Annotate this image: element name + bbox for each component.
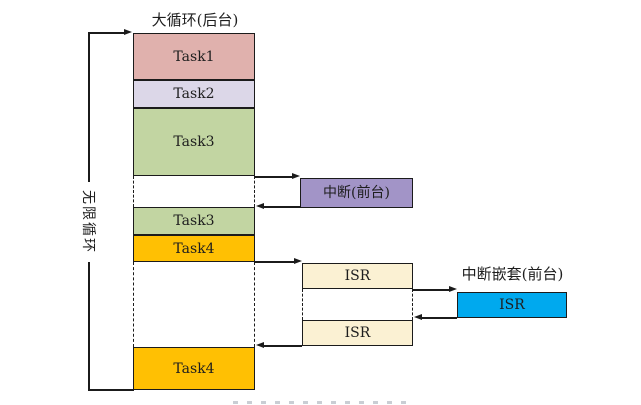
isr-nested-block: ISR xyxy=(457,292,567,318)
isr-to-nested-isr-arrow xyxy=(413,286,457,292)
interrupt-return-arrow xyxy=(256,203,300,209)
task4-to-isr-arrow xyxy=(255,258,302,264)
isr-first-block: ISR xyxy=(302,263,413,289)
cut-off-caption-remnant xyxy=(233,401,408,404)
task2-block: Task2 xyxy=(133,80,255,108)
loop-bottom-line xyxy=(88,389,134,391)
isr-gap xyxy=(133,262,255,347)
isr-first-label: ISR xyxy=(344,268,371,284)
task2-label: Task2 xyxy=(173,86,215,102)
task4-label: Task4 xyxy=(173,240,215,257)
interrupt-gap xyxy=(133,176,255,207)
task4-resume-label: Task4 xyxy=(173,360,215,377)
task3-block: Task3 xyxy=(133,108,255,176)
task3-resume-label: Task3 xyxy=(173,213,215,229)
interrupt-label: 中断(前台) xyxy=(323,185,390,201)
interrupt-block: 中断(前台) xyxy=(300,178,413,208)
nested-isr-return-arrow xyxy=(414,314,457,320)
task3-resume-block: Task3 xyxy=(133,207,255,235)
task1-label: Task1 xyxy=(173,48,215,65)
isr-second-label: ISR xyxy=(344,325,371,341)
infinite-loop-label: 无限循环 xyxy=(80,182,98,262)
task3-to-interrupt-arrow xyxy=(255,173,300,179)
nested-interrupt-title: 中断嵌套(前台) xyxy=(461,265,564,283)
loop-entry-arrow xyxy=(88,29,132,35)
isr-second-block: ISR xyxy=(302,320,413,346)
task3-label: Task3 xyxy=(173,134,215,150)
isr-nesting-gap xyxy=(302,289,413,320)
task4-block: Task4 xyxy=(133,235,255,262)
task4-resume-block: Task4 xyxy=(133,347,255,390)
main-loop-title: 大循环(后台) xyxy=(151,11,239,29)
task1-block: Task1 xyxy=(133,33,255,80)
isr-return-arrow xyxy=(256,342,302,348)
isr-nested-label: ISR xyxy=(499,297,525,313)
